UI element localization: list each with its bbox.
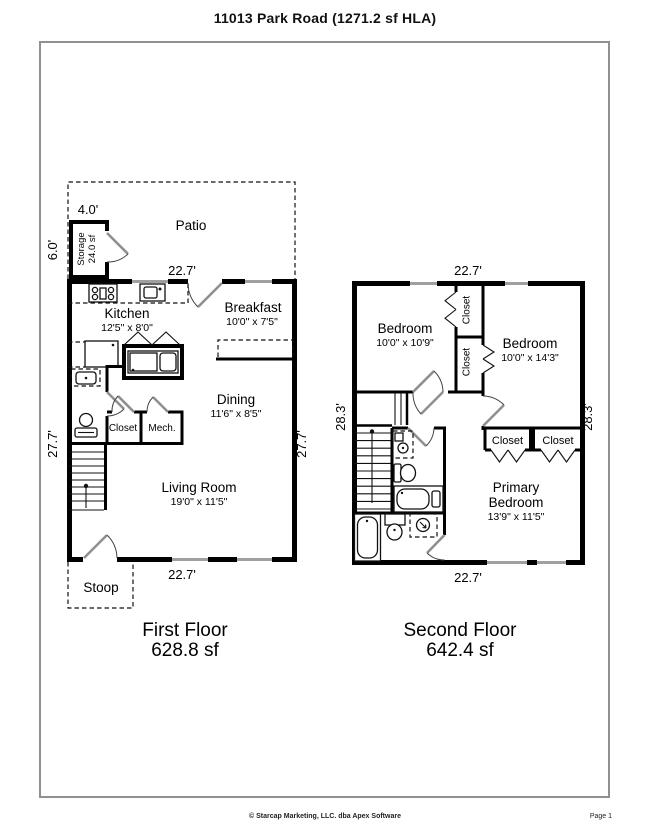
bifold-doors — [123, 331, 181, 346]
second-floor-stairs — [352, 393, 409, 510]
bedroom1-label: Bedroom — [378, 321, 433, 336]
stair-arrow — [83, 483, 89, 508]
bathroom-door-arc — [425, 427, 435, 447]
half-bath — [74, 365, 125, 445]
bedroom1-door-arc — [433, 370, 444, 393]
second-floor-plan: 22.7' Bedroom 10'0" x 10'9" Bedroom 10'0… — [333, 263, 595, 661]
patio-label: Patio — [176, 218, 207, 233]
breakfast-door-arc — [187, 282, 199, 308]
bifold-closet-b — [540, 449, 576, 463]
primary-bedroom-label-1: Primary — [493, 480, 540, 495]
page-number: Page 1 — [589, 813, 612, 820]
bedroom2-dims: 10'0" x 14'3" — [501, 352, 559, 364]
kitchen-dims: 12'5" x 8'0" — [101, 322, 153, 334]
bathtub-icon — [393, 485, 444, 513]
toilet-icon — [74, 412, 98, 438]
bifold-top-closet — [444, 291, 457, 328]
bifold-mid-closet — [482, 344, 496, 374]
kitchen-sink-icon — [139, 283, 166, 302]
second-floor-dim-right: 28.3' — [580, 403, 595, 431]
first-floor-bottom-openings — [83, 534, 272, 563]
breakfast-label: Breakfast — [224, 300, 281, 315]
closet-mid-label: Closet — [462, 348, 473, 377]
laundry-closet — [122, 331, 184, 380]
closet-strip — [352, 284, 496, 394]
bathtub-icon — [353, 513, 382, 562]
storage-door-arc — [106, 253, 129, 263]
stairs — [69, 443, 107, 511]
first-floor-dim-bottom: 22.7' — [168, 567, 196, 582]
stair-arrow — [369, 429, 375, 503]
mech-label: Mech. — [148, 423, 175, 434]
closet-top-label: Closet — [462, 296, 473, 325]
first-floor-name: First Floor — [142, 620, 228, 641]
primary-bedroom-dims: 13'9" x 11'5" — [488, 511, 545, 523]
closet-door-arc — [111, 395, 119, 413]
primary-door-arc — [426, 552, 445, 561]
primary-bedroom-label-2: Bedroom — [489, 495, 544, 510]
first-floor-dim-top: 22.7' — [168, 263, 196, 278]
second-floor-name: Second Floor — [403, 620, 517, 641]
sink-icon — [384, 513, 406, 541]
second-floor-windows — [410, 280, 566, 566]
dining-label: Dining — [217, 392, 255, 407]
stoop-label: Stoop — [83, 580, 118, 595]
first-floor-area: 628.8 sf — [151, 640, 219, 661]
closet-mech-rooms — [67, 395, 184, 445]
second-floor-dim-left: 28.3' — [333, 403, 348, 431]
bedroom1-dims: 10'0" x 10'9" — [376, 337, 434, 349]
storage-room — [69, 220, 129, 279]
page-title: 11013 Park Road (1271.2 sf HLA) — [213, 10, 437, 26]
storage-label: Storage — [76, 232, 87, 265]
second-floor-dim-bottom: 22.7' — [454, 570, 482, 585]
copyright-text: © Starcap Marketing, LLC. dba Apex Softw… — [249, 813, 401, 820]
first-floor-plan: 4.0' 6.0' Storage 24.0 sf Patio 22.7' Ki… — [45, 181, 309, 661]
bedroom2-label: Bedroom — [503, 336, 558, 351]
hall-doors — [412, 370, 505, 430]
living-room-dims: 19'0" x 11'5" — [171, 496, 228, 508]
bifold-closet-a — [490, 449, 526, 463]
second-floor-area: 642.4 sf — [426, 640, 494, 661]
closet-a-label: Closet — [492, 435, 523, 447]
dining-bar — [216, 339, 294, 361]
hall-bathroom — [352, 426, 446, 563]
first-floor-dim-right: 27.7' — [294, 430, 309, 458]
stoop-outline — [67, 562, 134, 609]
breakfast-dims: 10'0" x 7'5" — [226, 316, 278, 328]
refrigerator-icon — [84, 340, 119, 368]
dining-dims: 11'6" x 8'5" — [211, 408, 262, 420]
living-room-label: Living Room — [161, 480, 236, 495]
toilet-icon — [393, 463, 417, 483]
kitchen-counter — [68, 284, 189, 304]
patio-outline — [67, 181, 296, 279]
first-floor-dim-left: 27.7' — [45, 430, 60, 458]
kitchen-label: Kitchen — [104, 306, 149, 321]
primary-closets — [483, 426, 583, 463]
ensuite-bathroom — [353, 513, 438, 562]
closet-label: Closet — [109, 423, 138, 434]
closet-b-label: Closet — [542, 435, 573, 447]
second-floor-dim-top: 22.7' — [454, 263, 482, 278]
second-floor-exterior-wall — [352, 281, 585, 565]
kitchen-fixtures — [68, 283, 189, 387]
toilet-icon — [409, 513, 438, 538]
page-frame — [39, 41, 610, 798]
bedroom2-door-arc — [482, 395, 505, 406]
entry-door-arc — [106, 534, 118, 559]
stove-icon — [88, 283, 118, 303]
patio-depth-label: 6.0' — [45, 240, 60, 261]
storage-area-label: 24.0 sf — [87, 234, 98, 263]
mech-door-arc — [146, 396, 154, 413]
patio-width-label: 4.0' — [78, 202, 99, 217]
half-bath-door-arc — [106, 408, 125, 417]
bath-sink-icon — [392, 430, 414, 459]
vanity-icon — [70, 368, 101, 387]
